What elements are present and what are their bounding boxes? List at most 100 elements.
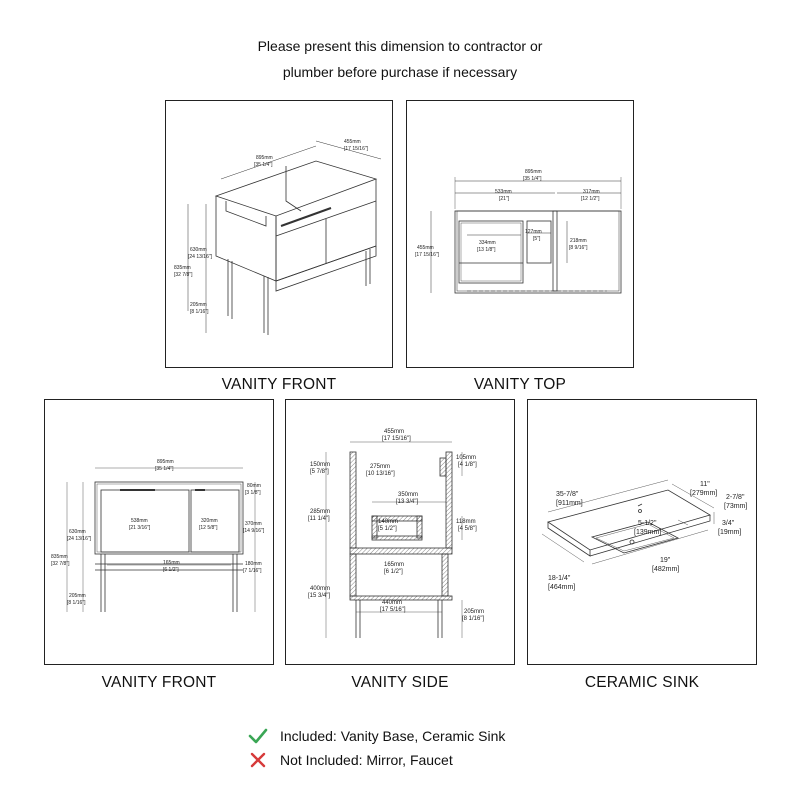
side-top: 150mm [310, 462, 330, 468]
top-drawer-in: [13 1/8"] [477, 247, 496, 253]
title-ceramic-sink: CERAMIC SINK [584, 674, 700, 691]
not-included-text: Not Included: Mirror, Faucet [280, 752, 453, 768]
side-base: 440mm [382, 600, 402, 606]
top-shelf-in: [8 9/16"] [569, 245, 588, 251]
front-door: 320mm [201, 518, 218, 524]
panel-vanity-top: 895mm [35 1/4"] 533mm [21"] 317mm [12 1/… [406, 100, 634, 368]
iso-width-label: 895mm [256, 155, 273, 161]
side-shelfd-in: [5 1/2"] [378, 526, 397, 532]
iso-width-in: [35 1/4"] [254, 162, 273, 168]
front-door-in: [12 5/8"] [199, 525, 218, 531]
legend-not-included: Not Included: Mirror, Faucet [248, 752, 453, 768]
front-doorh-in: [14 9/16"] [243, 528, 265, 534]
front-drawer: 538mm [131, 518, 148, 524]
front-drawer-in: [21 3/16"] [129, 525, 151, 531]
sink-thick: 3/4" [722, 520, 735, 527]
side-open-in: [6 1/2"] [384, 569, 403, 575]
front-openh-in: [7 1/16"] [243, 568, 262, 574]
top-gap-in: [5"] [533, 236, 541, 242]
panel-vanity-front-iso: 895mm [35 1/4"] 455mm [17 15/16"] 630mm … [165, 100, 393, 368]
iso-depth-in: [17 15/16"] [344, 146, 369, 152]
sink-bowll: 19" [660, 557, 671, 564]
front-bodyh: 630mm [69, 529, 86, 535]
front-leg: 205mm [69, 593, 86, 599]
check-icon [248, 728, 268, 744]
side-leg: 205mm [464, 609, 484, 615]
sink-width: 18-1/4" [548, 575, 571, 582]
side-back: 105mm [456, 455, 476, 461]
top-depth-in: [17 15/16"] [415, 252, 440, 258]
side-back-in: [4 1/8"] [458, 462, 477, 468]
iso-h-total-in: [32 7/8"] [174, 272, 193, 278]
side-depth-in: [17 15/16"] [382, 436, 411, 442]
side-bottom-in: [15 3/4"] [308, 593, 330, 599]
sink-edge-mm: [73mm] [724, 503, 747, 510]
front-leg-in: [8 1/16"] [67, 600, 86, 606]
side-base-in: [17 5/16"] [380, 607, 406, 613]
title-vanity-front: VANITY FRONT [101, 674, 217, 691]
top-gap: 127mm [525, 229, 542, 235]
legend-included: Included: Vanity Base, Ceramic Sink [248, 728, 505, 744]
notice-line-2: plumber before purchase if necessary [282, 64, 518, 80]
panel-vanity-side: 455mm [17 15/16"] 150mm [5 7/8"] 275mm [… [285, 399, 515, 665]
ceramic-sink-drawing: 35-7/8" [911mm] 11" [279mm] 2-7/8" [73mm… [541, 479, 747, 591]
sink-bowld-mm: [139mm] [634, 529, 661, 536]
side-leg-in: [8 1/16"] [462, 616, 484, 622]
side-mid-in: [11 1/4"] [308, 516, 330, 522]
side-shelfh: 118mm [456, 519, 476, 525]
side-bottom: 400mm [310, 586, 330, 592]
sink-depth: 11" [700, 481, 710, 488]
side-open: 165mm [384, 562, 404, 568]
side-inner: 275mm [370, 464, 390, 470]
front-openh: 180mm [245, 561, 262, 567]
top-left: 533mm [495, 189, 512, 195]
top-right-in: [12 1/2"] [581, 196, 600, 202]
top-width: 895mm [525, 169, 542, 175]
title-vanity-side: VANITY SIDE [351, 674, 449, 691]
vanity-front-drawing: 895mm [35 1/4"] 80mm [3 1/8"] 538mm [21 … [51, 459, 265, 612]
included-text: Included: Vanity Base, Ceramic Sink [280, 728, 506, 744]
iso-leg: 205mm [190, 302, 207, 308]
iso-depth-label: 455mm [344, 139, 361, 145]
sink-width-mm: [464mm] [548, 584, 575, 591]
sink-edge: 2-7/8" [726, 494, 745, 501]
sink-length-mm: [911mm] [556, 500, 583, 507]
side-drawer: 350mm [398, 492, 418, 498]
sink-depth-mm: [279mm] [690, 490, 717, 497]
front-totalh: 835mm [51, 554, 68, 560]
title-vanity-front-iso: VANITY FRONT [221, 376, 337, 393]
front-bodyh-in: [24 13/16"] [67, 536, 92, 542]
sink-bowld: 5-1/2" [638, 520, 657, 527]
notice-line-1: Please present this dimension to contrac… [257, 38, 543, 54]
sink-bowll-mm: [482mm] [652, 566, 679, 573]
iso-leg-in: [8 1/16"] [190, 309, 209, 315]
top-depth: 455mm [417, 245, 434, 251]
front-totalh-in: [32 7/8"] [51, 561, 70, 567]
iso-h-total: 835mm [174, 265, 191, 271]
top-right: 317mm [583, 189, 600, 195]
top-left-in: [21"] [499, 196, 510, 202]
top-shelf: 218mm [570, 238, 587, 244]
panel-ceramic-sink: 35-7/8" [911mm] 11" [279mm] 2-7/8" [73mm… [527, 399, 757, 665]
front-open: 165mm [163, 560, 180, 566]
side-mid: 285mm [310, 509, 330, 515]
side-depth: 455mm [384, 429, 404, 435]
vanity-iso-drawing: 895mm [35 1/4"] 455mm [17 15/16"] 630mm … [174, 139, 382, 335]
front-topgap: 80mm [247, 483, 261, 489]
cross-icon [250, 752, 266, 768]
front-width: 895mm [157, 459, 174, 465]
front-width-in: [35 1/4"] [155, 466, 174, 472]
panel-vanity-front: 895mm [35 1/4"] 80mm [3 1/8"] 538mm [21 … [44, 399, 274, 665]
title-vanity-top: VANITY TOP [473, 376, 567, 393]
side-top-in: [5 7/8"] [310, 469, 329, 475]
vanity-side-drawing: 455mm [17 15/16"] 150mm [5 7/8"] 275mm [… [308, 429, 484, 638]
side-drawer-in: [13 3/4"] [396, 499, 418, 505]
iso-h-top: 630mm [190, 247, 207, 253]
vanity-top-drawing: 895mm [35 1/4"] 533mm [21"] 317mm [12 1/… [415, 169, 622, 294]
side-shelfh-in: [4 5/8"] [458, 526, 477, 532]
front-topgap-in: [3 1/8"] [245, 490, 261, 496]
front-open-in: [6 1/2"] [163, 567, 179, 573]
front-doorh: 370mm [245, 521, 262, 527]
side-shelfd: 140mm [378, 519, 398, 525]
iso-h-top-in: [24 13/16"] [188, 254, 213, 260]
